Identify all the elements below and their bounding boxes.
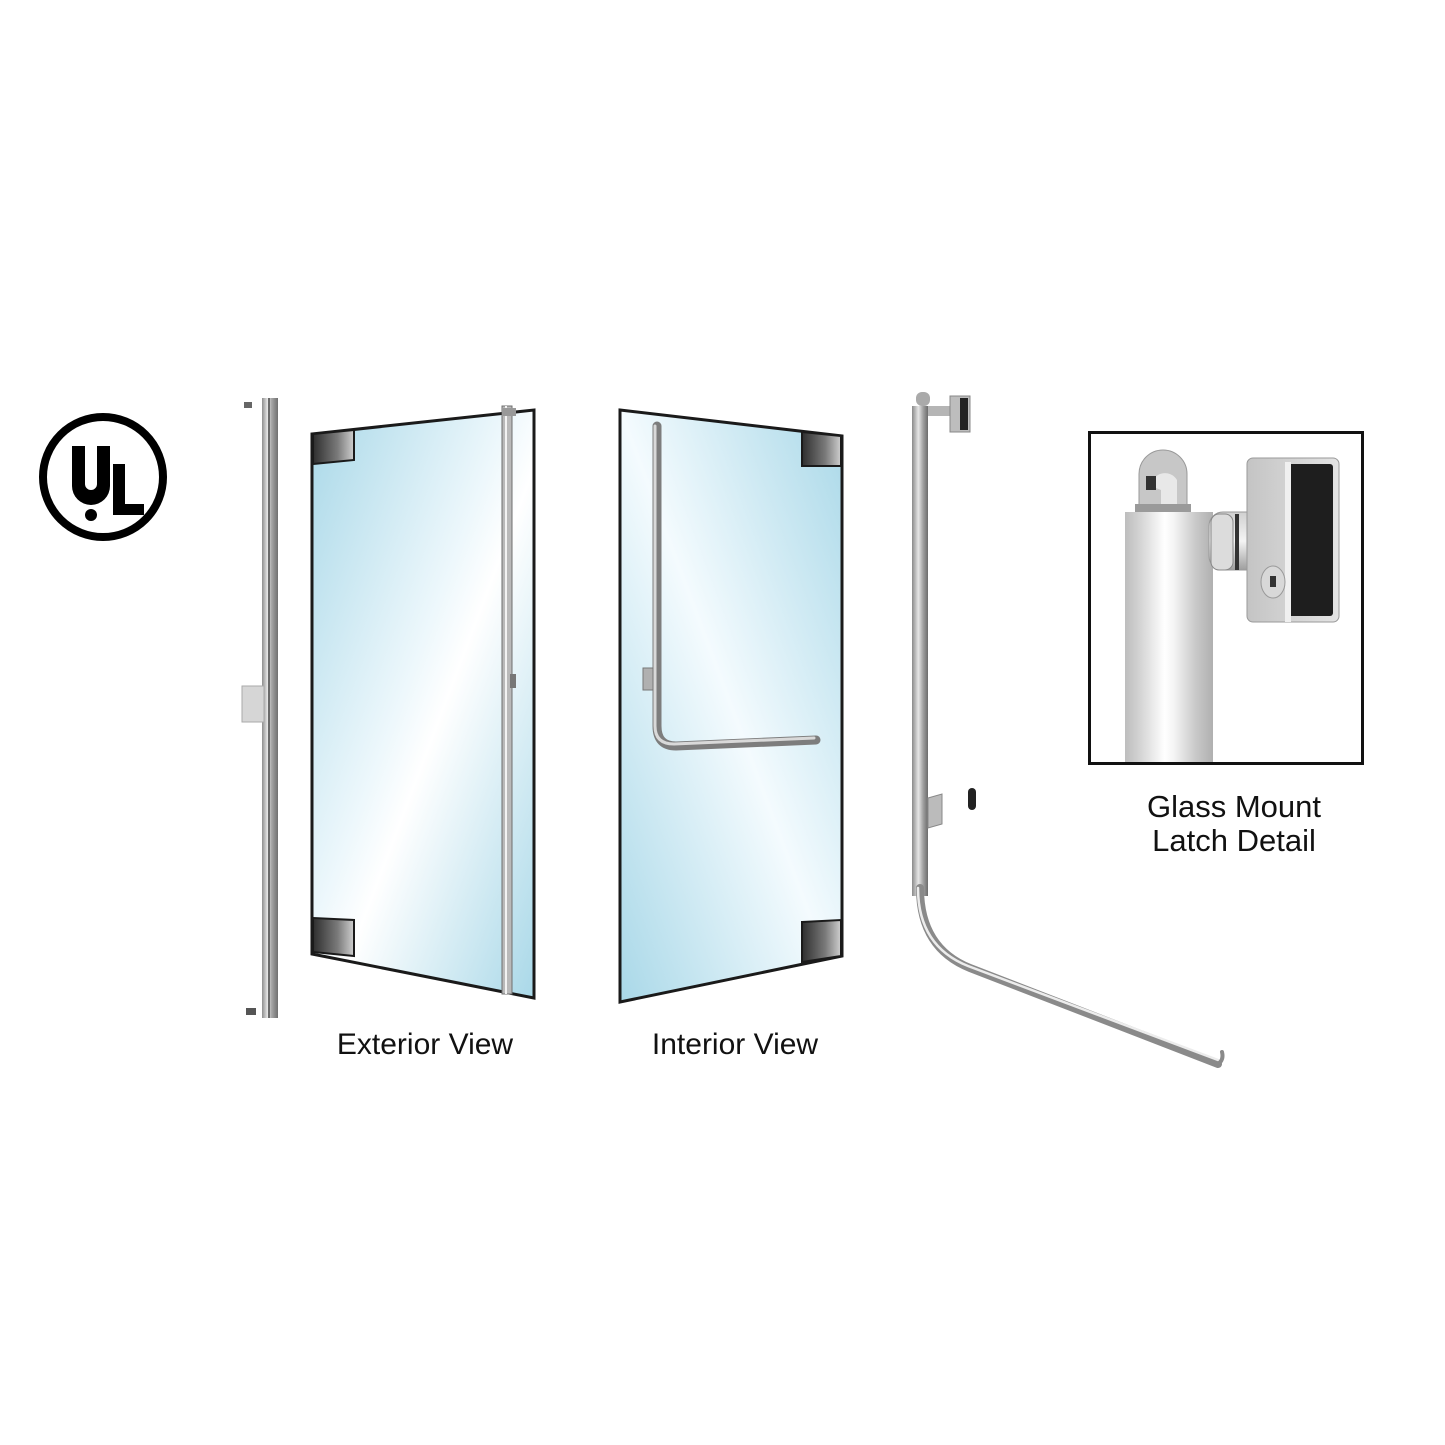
exterior-view-label: Exterior View bbox=[336, 1028, 514, 1061]
latch-detail-frame bbox=[1088, 431, 1364, 765]
ul-logo bbox=[36, 410, 170, 544]
push-bar-assembly bbox=[900, 388, 1240, 1078]
interior-view-door bbox=[616, 406, 848, 1006]
interior-view-label: Interior View bbox=[651, 1028, 819, 1061]
exterior-pull-handle bbox=[240, 396, 284, 1022]
ul-listed-logo-icon bbox=[39, 413, 167, 541]
latch-detail-label-line1: Glass Mount bbox=[1146, 789, 1321, 824]
exterior-view-door bbox=[308, 404, 540, 1004]
latch-detail-label-line2: Latch Detail bbox=[1152, 823, 1316, 858]
